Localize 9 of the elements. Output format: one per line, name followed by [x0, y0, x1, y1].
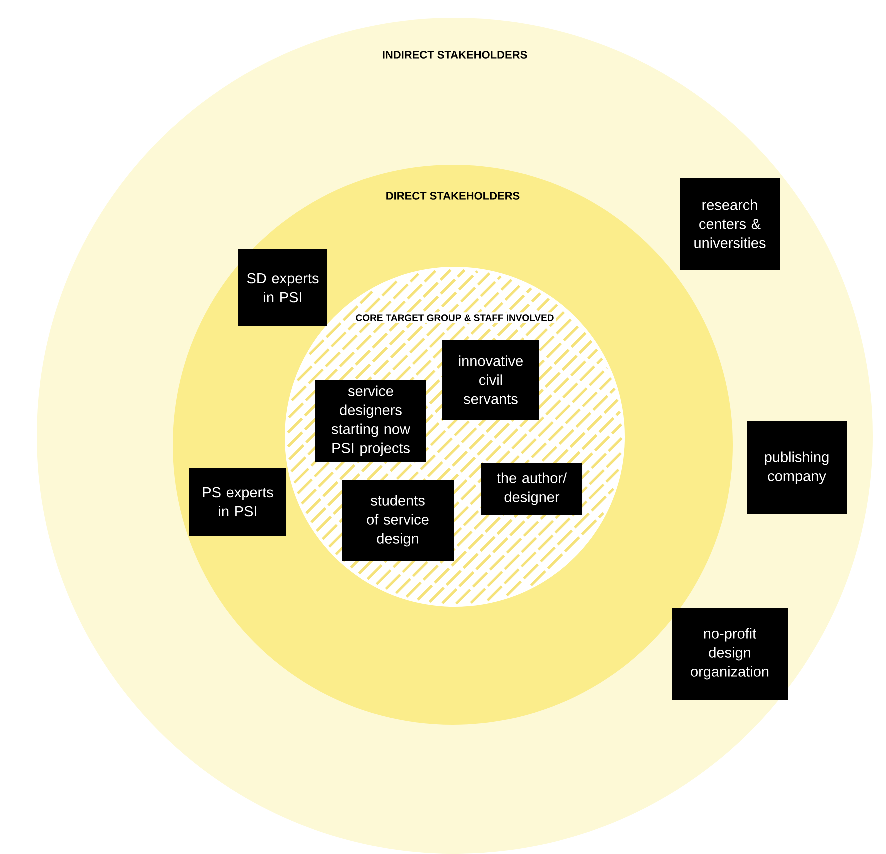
stakeholder-box: innovative civil servants	[442, 340, 540, 420]
stakeholder-box: the author/ designer	[482, 463, 582, 515]
stakeholder-box: no-profit design organization	[672, 608, 788, 700]
stakeholder-box: research centers & universities	[680, 178, 780, 270]
stakeholder-box: SD experts in PSI	[238, 250, 328, 326]
stakeholder-box: publishing company	[747, 422, 847, 514]
stakeholder-box: students of service design	[342, 480, 454, 562]
stakeholder-box: service designers starting now PSI projects	[316, 380, 426, 462]
stakeholder-box: PS experts in PSI	[190, 468, 286, 536]
